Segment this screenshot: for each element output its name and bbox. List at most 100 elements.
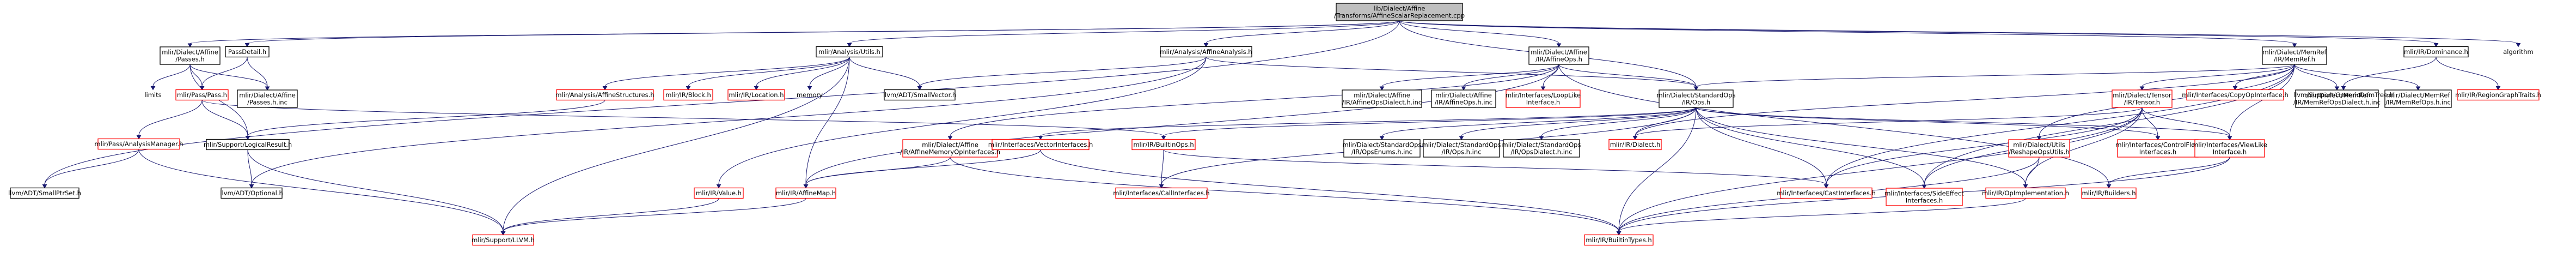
node-label: mlir/Interfaces/CallInterfaces.h xyxy=(1113,189,1209,197)
node-label: lib/Dialect/Affine xyxy=(1374,5,1425,13)
node-cast-interfaces[interactable]: mlir/Interfaces/CastInterfaces.h xyxy=(1777,187,1876,199)
node-ir-value[interactable]: mlir/IR/Value.h xyxy=(694,187,744,199)
node-label: algorithm xyxy=(2503,48,2534,56)
node-builtin-types[interactable]: mlir/IR/BuiltinTypes.h xyxy=(1584,234,1654,246)
node-ir-location[interactable]: mlir/IR/Location.h xyxy=(727,89,785,101)
node-layer: lib/Dialect/Affine/Transforms/AffineScal… xyxy=(8,3,2541,246)
node-affine-ops-dialect-inc[interactable]: mlir/Dialect/Affine/IR/AffineOpsDialect.… xyxy=(1342,89,1422,108)
edge-root-to-passdetail xyxy=(244,20,1400,47)
node-label: mlir/Dialect/MemRef xyxy=(2386,92,2450,99)
edge-pass_pass-to-builtin_ops xyxy=(201,100,1166,140)
node-logical-result[interactable]: mlir/Support/LogicalResult.h xyxy=(204,139,292,151)
edge-analysis_utils-to-ir_block xyxy=(686,57,850,91)
node-copy-op[interactable]: mlir/Interfaces/CopyOpInterface.h xyxy=(2182,89,2289,101)
node-affine-analysis[interactable]: mlir/Analysis/AffineAnalysis.h xyxy=(1160,46,1252,58)
node-ir-dialect[interactable]: mlir/IR/Dialect.h xyxy=(1608,139,1662,151)
node-memory: memory xyxy=(797,91,823,99)
node-builtin-ops[interactable]: mlir/IR/BuiltinOps.h xyxy=(1131,139,1196,151)
node-affine-passes[interactable]: mlir/Dialect/Affine/Passes.h xyxy=(160,46,221,65)
edge-ir_tensor-to-view_like xyxy=(2141,107,2232,140)
edge-affine_map-to-support_llvm xyxy=(500,198,806,236)
node-std-ops[interactable]: mlir/Dialect/StandardOps/IR/Ops.h xyxy=(1657,89,1736,108)
edge-affine_analysis-to-std_ops xyxy=(1206,57,1699,91)
node-label: limits xyxy=(144,91,161,99)
edge-memref-to-memref_ops_inc xyxy=(2294,64,2421,91)
node-memref-ops-inc[interactable]: mlir/Dialect/MemRef/IR/MemRefOps.h.inc xyxy=(2384,89,2452,108)
node-label: /IR/MemRef.h xyxy=(2274,56,2315,63)
edge-layer xyxy=(42,20,2521,236)
node-affine-map[interactable]: mlir/IR/AffineMap.h xyxy=(775,187,836,199)
node-std-opsenums[interactable]: mlir/Dialect/StandardOps/IR/OpsEnums.h.i… xyxy=(1343,139,1422,158)
node-label: mlir/IR/Builders.h xyxy=(2082,189,2136,197)
node-label: Interface.h xyxy=(1526,99,1560,106)
node-label: mlir/Interfaces/ViewLike xyxy=(2192,141,2267,149)
node-support-llvm[interactable]: mlir/Support/LLVM.h xyxy=(472,234,535,246)
node-label: mlir/Dialect/MemRef xyxy=(2305,92,2369,99)
node-label: mlir/IR/Dialect.h xyxy=(1610,141,1661,148)
node-passdetail[interactable]: PassDetail.h xyxy=(225,46,270,58)
node-affine-memory-op[interactable]: mlir/Dialect/Affine/IR/AffineMemoryOpInt… xyxy=(900,139,1000,158)
node-dominance[interactable]: mlir/IR/Dominance.h xyxy=(2403,46,2469,58)
edge-root-to-affine_analysis xyxy=(1203,20,1400,47)
node-std-ops-dialect-inc[interactable]: mlir/Dialect/StandardOps/IR/OpsDialect.h… xyxy=(1502,139,1581,158)
edge-builtin_ops-to-call_interfaces xyxy=(1159,149,1164,189)
edge-std_ops-to-builtin_ops xyxy=(1161,107,1697,140)
node-call-interfaces[interactable]: mlir/Interfaces/CallInterfaces.h xyxy=(1113,187,1210,199)
edge-view_like-to-ir_builders xyxy=(2106,157,2230,189)
edge-op_impl-to-builtin_types xyxy=(1616,198,2026,236)
edge-affine_ops-to-affine_memory_op xyxy=(947,64,1559,140)
node-memref[interactable]: mlir/Dialect/MemRef/IR/MemRef.h xyxy=(2262,46,2327,65)
node-label: mlir/Analysis/Utils.h xyxy=(818,48,880,56)
node-affine-ops[interactable]: mlir/Dialect/Affine/IR/AffineOps.h xyxy=(1528,46,1589,65)
node-affine-structures[interactable]: mlir/Analysis/AffineStructures.h xyxy=(555,89,654,101)
node-label: mlir/Dialect/StandardOps xyxy=(1343,141,1422,149)
node-label: mlir/IR/BuiltinOps.h xyxy=(1133,141,1194,148)
edge-analysis_utils-to-support_llvm xyxy=(500,57,850,236)
node-vector-interfaces[interactable]: mlir/Interfaces/VectorInterfaces.h xyxy=(988,139,1093,151)
node-label: mlir/Dialect/MemRef xyxy=(2262,49,2327,56)
node-analysis-utils[interactable]: mlir/Analysis/Utils.h xyxy=(816,46,883,58)
edge-pass_manager-to-smallptrset xyxy=(42,149,139,189)
node-pass-manager[interactable]: mlir/Pass/AnalysisManager.h xyxy=(94,138,183,150)
node-memref-ops-dialect-inc[interactable]: mlir/Dialect/MemRef/IR/MemRefOpsDialect.… xyxy=(2293,89,2381,108)
node-affine-ops-inc[interactable]: mlir/Dialect/Affine/IR/AffineOps.h.inc xyxy=(1431,89,1496,108)
node-op-impl[interactable]: mlir/IR/OpImplementation.h xyxy=(1982,187,2069,199)
edge-affine_ops-to-affine_ops_dialect_inc xyxy=(1379,64,1559,91)
node-smallvector[interactable]: llvm/ADT/SmallVector.h xyxy=(883,89,956,101)
node-label: mlir/Interfaces/LoopLike xyxy=(1506,92,1581,99)
node-label: mlir/Support/LLVM.h xyxy=(472,236,535,244)
edge-root-to-affine_passes xyxy=(187,20,1400,47)
edge-std_ops-to-std_ops_inc xyxy=(1459,107,1697,140)
node-label: mlir/Dialect/Affine xyxy=(162,49,218,56)
edge-reshape_utils-to-op_impl xyxy=(2023,157,2040,189)
node-std-ops-inc[interactable]: mlir/Dialect/StandardOps/IR/Ops.h.inc xyxy=(1422,139,1501,158)
node-region-graph[interactable]: mlir/IR/RegionGraphTraits.h xyxy=(2455,89,2541,101)
edge-analysis_utils-to-smallvector xyxy=(849,57,922,91)
node-ir-block[interactable]: mlir/IR/Block.h xyxy=(663,89,713,101)
node-ir-builders[interactable]: mlir/IR/Builders.h xyxy=(2081,187,2137,199)
edge-std_ops-to-vector_interfaces xyxy=(1038,107,1697,140)
edge-affine_ops-to-std_ops xyxy=(1558,64,1699,91)
edge-std_ops-to-cast_interfaces xyxy=(1696,107,1829,189)
node-ir-tensor[interactable]: mlir/Dialect/Tensor/IR/Tensor.h xyxy=(2112,89,2173,108)
edge-passdetail-to-affine_passes_inc xyxy=(247,57,270,91)
node-label: mlir/Pass/Pass.h xyxy=(177,91,227,99)
edge-analysis_utils-to-ir_location xyxy=(754,57,850,91)
node-label: mlir/IR/AffineMap.h xyxy=(776,189,836,197)
node-pass-pass[interactable]: mlir/Pass/Pass.h xyxy=(175,89,229,101)
node-reshape-utils[interactable]: mlir/Dialect/Utils/ReshapeOpsUtils.h xyxy=(2008,139,2070,158)
node-label: Interfaces.h xyxy=(1906,197,1943,205)
node-label: llvm/Support/GenericDomTree.h xyxy=(2293,91,2394,99)
edge-affine_analysis-to-ir_value xyxy=(716,57,1207,189)
edge-memref-to-std_ops xyxy=(1693,64,2295,91)
node-label: mlir/Interfaces/CastInterfaces.h xyxy=(1777,189,1876,197)
node-affine-passes-inc[interactable]: mlir/Dialect/Affine/Passes.h.inc xyxy=(237,89,298,108)
node-root[interactable]: lib/Dialect/Affine/Transforms/AffineScal… xyxy=(1334,3,1465,21)
node-label: /IR/OpsDialect.h.inc xyxy=(1510,148,1572,156)
node-optional[interactable]: llvm/ADT/Optional.h xyxy=(220,187,283,199)
node-smallptrset[interactable]: llvm/ADT/SmallPtrSet.h xyxy=(8,187,81,199)
